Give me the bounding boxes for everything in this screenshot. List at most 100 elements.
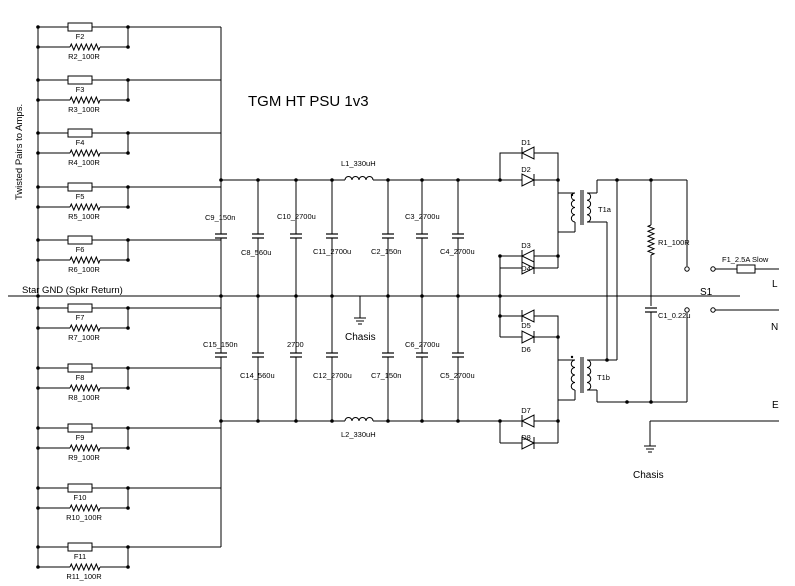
junction-dot	[126, 306, 130, 310]
junction-dot	[126, 98, 130, 102]
fuse-body	[67, 542, 93, 552]
resistor-r7_100r	[69, 323, 101, 333]
capacitor-c2_150n	[382, 233, 394, 239]
resistor-r2_100r	[69, 42, 101, 52]
resistor-label: R4_100R	[68, 158, 100, 167]
diode-body	[520, 146, 535, 160]
diode-body	[520, 414, 535, 428]
resistor-zigzag	[69, 503, 101, 513]
diode-label: D6	[521, 345, 531, 354]
junction-dot	[219, 178, 223, 182]
junction-dot	[126, 446, 130, 450]
junction-dot	[126, 258, 130, 262]
capacitor-c6_2700u	[416, 352, 428, 358]
diode-body	[521, 261, 536, 275]
resistor-zigzag	[69, 42, 101, 52]
capacitor-label: C9_150n	[205, 213, 235, 222]
junction-dot	[126, 326, 130, 330]
junction-dot	[498, 178, 502, 182]
junction-dot	[420, 294, 424, 298]
diode-label: D8	[521, 433, 531, 442]
resistor-label: R7_100R	[68, 333, 100, 342]
junction-dot	[36, 205, 40, 209]
resistor-zigzag	[69, 562, 101, 572]
winding-coil	[586, 192, 592, 223]
mains-fuse-label: F1_2.5A Slow	[722, 255, 769, 264]
resistor-r11_100r	[69, 562, 101, 572]
junction-dot	[330, 178, 334, 182]
fuse-f1	[736, 264, 756, 274]
diode-body	[521, 173, 536, 187]
junction-dot	[126, 366, 130, 370]
resistor-r4_100r	[69, 148, 101, 158]
junction-dot	[126, 506, 130, 510]
resistor-r8_100r	[69, 383, 101, 393]
diode-d1	[520, 146, 535, 160]
capacitor-c12_2700u	[326, 352, 338, 358]
diode-body	[520, 249, 535, 263]
capacitor-c4_2700u	[452, 233, 464, 239]
switch-contact	[684, 266, 690, 272]
fuse-f7	[67, 303, 93, 313]
terminal-n-label: N	[771, 322, 778, 333]
junction-dot	[330, 294, 334, 298]
inductor-l1	[344, 176, 374, 181]
junction-dot	[294, 419, 298, 423]
fuse-f8	[67, 363, 93, 373]
fuse-body	[67, 128, 93, 138]
resistor-zigzag	[69, 323, 101, 333]
fuse-f4	[67, 128, 93, 138]
junction-dot	[36, 98, 40, 102]
diode-d7	[520, 414, 535, 428]
fuse-label: F3	[76, 85, 85, 94]
transformer-t1b-primary	[586, 359, 592, 391]
diode-body	[520, 309, 535, 323]
resistor-r1	[646, 224, 656, 256]
fuse-body	[67, 235, 93, 245]
resistor-label: R5_100R	[68, 212, 100, 221]
junction-dot	[36, 386, 40, 390]
diode-d6	[521, 330, 536, 344]
resistor-r9_100r	[69, 443, 101, 453]
resistor-zigzag	[69, 443, 101, 453]
capacitor-c9_150n	[215, 233, 227, 239]
capacitor-label: C2_150n	[371, 247, 401, 256]
resistor-r1-label: R1_100R	[658, 238, 690, 247]
junction-dot	[649, 400, 653, 404]
junction-dot	[126, 386, 130, 390]
junction-dot	[126, 78, 130, 82]
junction-dot	[556, 178, 560, 182]
inductor-l1-label: L1_330uH	[341, 159, 376, 168]
capacitor-c1	[645, 307, 657, 313]
diode-body	[521, 436, 536, 450]
inductor-l2	[344, 417, 374, 422]
winding-coil	[570, 192, 576, 223]
resistor-zigzag	[69, 255, 101, 265]
capacitor-c3_2700u	[416, 233, 428, 239]
diode-label: D4	[521, 264, 531, 273]
capacitor-label: C7_150n	[371, 371, 401, 380]
fuse-label: F2	[76, 32, 85, 41]
fuse-label: F11	[74, 552, 86, 561]
capacitor-label: C5_2700u	[440, 371, 475, 380]
junction-dot	[498, 419, 502, 423]
capacitor-2700	[290, 352, 302, 358]
switch-contact	[710, 266, 716, 272]
diode-d4	[521, 261, 536, 275]
diode-d2	[521, 173, 536, 187]
resistor-zigzag	[69, 95, 101, 105]
resistor-label: R9_100R	[68, 453, 100, 462]
fuse-label: F7	[76, 313, 85, 322]
junction-dot	[126, 25, 130, 29]
junction-dot	[456, 178, 460, 182]
capacitor-label: C4_2700u	[440, 247, 475, 256]
star-gnd-label: Star GND (Spkr Return)	[22, 285, 123, 296]
resistor-r6_100r	[69, 255, 101, 265]
junction-dot	[219, 294, 223, 298]
diode-body	[521, 330, 536, 344]
diode-d8	[521, 436, 536, 450]
junction-dot	[256, 419, 260, 423]
fuse-f2	[67, 22, 93, 32]
switch-contact	[710, 307, 716, 313]
